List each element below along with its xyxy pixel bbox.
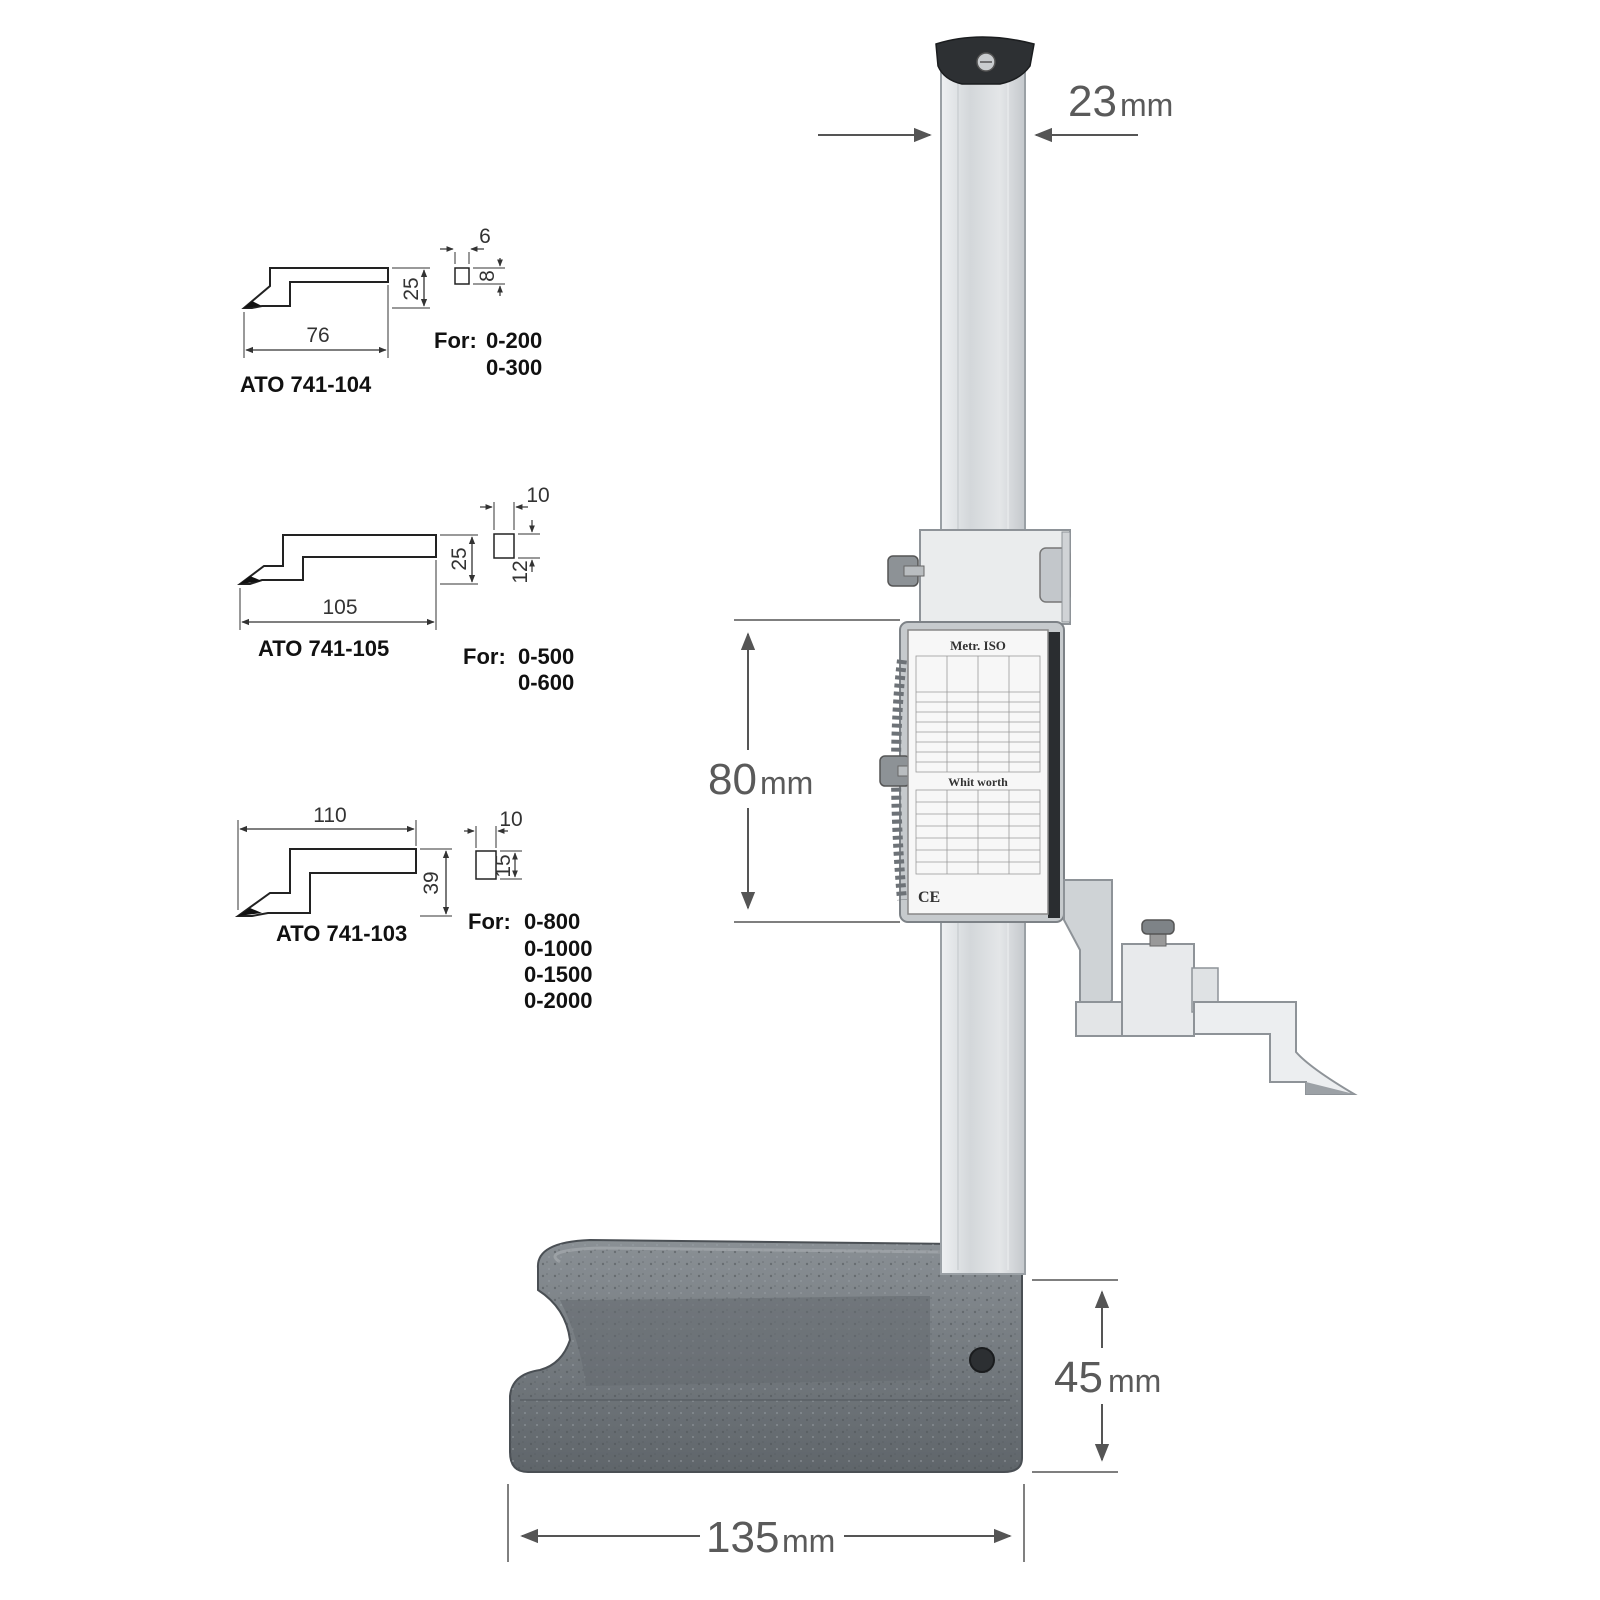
scriber-blade [1193,1001,1358,1095]
range-item: 0-1000 [524,936,593,961]
tip-section [475,850,497,880]
scriber-length: 110 [313,804,346,827]
base-length-value: 135 [706,1513,779,1562]
tip-section [493,533,515,559]
range-item: 0-500 [518,644,574,669]
fine-adjust-knob[interactable] [887,555,925,587]
scriber-length: 76 [306,324,329,347]
scriber-model: ATO 741-105 [258,636,389,661]
scriber-height: 39 [420,871,443,894]
plate-table-metric [915,655,1041,773]
range-item: 0-600 [518,670,574,695]
scriber-height: 25 [448,547,471,570]
base-length-dimension: 135 mm [507,1484,1025,1562]
tip-width: 10 [499,808,522,831]
scriber-holder [1063,879,1358,1095]
scriber-tip [244,301,262,308]
for-label: For: [434,328,477,353]
range-item: 0-1500 [524,962,593,987]
width-unit: mm [1120,87,1173,123]
ce-mark: CE [918,889,940,906]
for-label: For: [468,909,511,934]
tip-width: 6 [479,225,491,248]
scriber-diagram-3: 110 39 10 15 ATO 741-103 For: 0-800 0-10… [234,804,593,1013]
slider-height-value: 80 [708,755,757,804]
width-value: 23 [1068,77,1117,126]
base-height-unit: mm [1108,1363,1161,1399]
locking-knob[interactable] [879,755,913,787]
scriber-model: ATO 741-104 [240,372,372,397]
scriber-model: ATO 741-103 [276,921,407,946]
plate-heading-metric: Metr. ISO [950,638,1006,653]
slider-height-dimension: 80 mm [708,619,900,923]
plate-heading-whitworth: Whit worth [948,775,1008,789]
range-item: 0-200 [486,328,542,353]
scriber-outline [234,848,417,917]
scriber-tip [238,908,262,916]
clamp-screw[interactable] [1141,919,1175,935]
range-item: 0-300 [486,355,542,380]
base-screw-hole [969,1347,995,1373]
scriber-height: 25 [400,277,423,300]
tip-height: 15 [492,854,515,877]
tip-section [454,267,470,285]
tip-height: 12 [509,560,532,583]
scriber-diagram-1: 76 25 6 8 ATO 741-104 For: 0-200 0-300 [240,225,542,397]
height-gauge: Metr. ISO Whit worth [509,36,1358,1473]
scriber-outline [237,534,437,585]
tip-height: 8 [476,270,499,282]
range-item: 0-2000 [524,988,593,1013]
scriber-outline [241,267,389,309]
width-dimension: 23 mm [818,77,1173,143]
range-item: 0-800 [524,909,580,934]
base-height-dimension: 45 mm [1032,1279,1161,1473]
scriber-diagram-2: 105 25 10 12 ATO 741-105 For: 0-500 0-60… [237,484,574,695]
tip-width: 10 [526,484,549,507]
scriber-tip [240,576,262,584]
base-length-unit: mm [782,1523,835,1559]
plate-table-whitworth [915,789,1041,875]
slider-height-unit: mm [760,765,813,801]
gauge-base [509,1238,1023,1473]
base-height-value: 45 [1054,1353,1103,1402]
thread-conversion-plate: Metr. ISO Whit worth [907,629,1049,915]
scriber-length: 105 [322,596,357,619]
for-label: For: [463,644,506,669]
